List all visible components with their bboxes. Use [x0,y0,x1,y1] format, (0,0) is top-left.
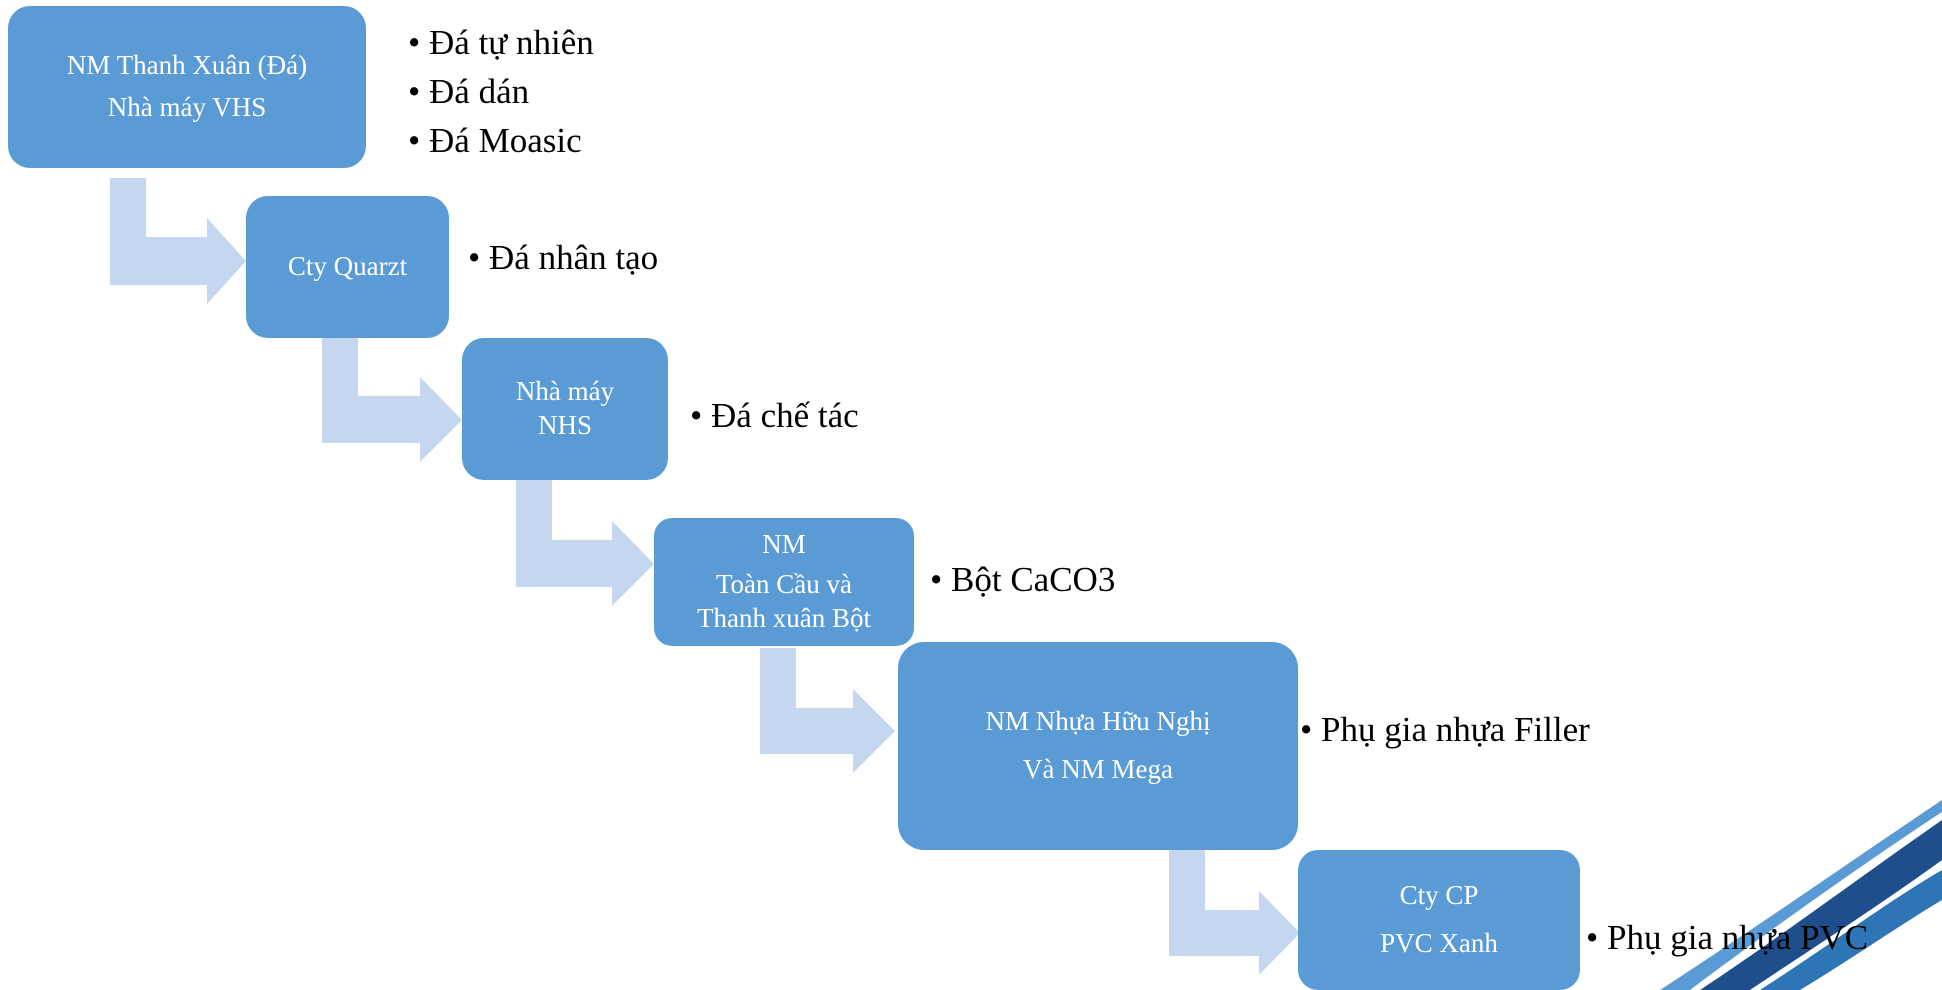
step-bullets-nha-may-nhs: Đá chế tác [690,398,859,447]
step-box-cty-quarzt: Cty Quarzt [246,196,449,338]
bullet-item: Đá nhân tạo [468,240,658,275]
bullet-item: Bột CaCO3 [930,562,1115,597]
connector-arrow-2 [322,337,462,462]
step-box-line: NM Thanh Xuân (Đá) [66,50,308,81]
step-bullets-cty-cp-pvc-xanh: Phụ gia nhựa PVC [1586,920,1868,969]
connector-arrow-5 [1169,850,1300,975]
connector-arrow-4 [760,648,895,773]
step-bullets-nhua-huu-nghi-mega: Phụ gia nhựa Filler [1300,712,1590,761]
bullet-item: Đá tự nhiên [408,25,594,60]
step-box-line: Và NM Mega [1023,754,1173,784]
step-box-line: Cty CP [1399,880,1479,911]
step-box-cty-cp-pvc-xanh: Cty CP PVC Xanh [1298,850,1580,990]
step-box-line: Cty Quarzt [287,251,408,282]
step-bullets-toan-cau-thanh-xuan-bot: Bột CaCO3 [930,562,1115,611]
step-box-line: PVC Xanh [1380,928,1498,958]
step-box-line: NHS [537,410,592,440]
step-box-thanh-xuan-vhs: NM Thanh Xuân (Đá) Nhà máy VHS [8,6,366,168]
step-box-nhua-huu-nghi-mega: NM Nhựa Hữu Nghị Và NM Mega [898,642,1298,850]
step-bullets-cty-quarzt: Đá nhân tạo [468,240,658,289]
bullet-item: Phụ gia nhựa Filler [1300,712,1590,747]
step-box-line: NM Nhựa Hữu Nghị [985,706,1211,737]
step-box-line: Nhà máy VHS [107,92,267,122]
step-box-line: Toàn Cầu và [715,569,853,600]
bullet-item: Đá dán [408,74,594,109]
step-box-nha-may-nhs: Nhà máy NHS [462,338,668,480]
step-box-line: Nhà máy [515,376,615,407]
step-bullets-thanh-xuan-vhs: Đá tự nhiên Đá dán Đá Moasic [408,25,594,172]
bullet-item: Phụ gia nhựa PVC [1586,920,1868,955]
swoosh-dark-stroke [1700,820,1942,990]
bullet-item: Đá chế tác [690,398,859,433]
connector-arrow-1 [110,178,246,304]
step-box-line: NM [762,529,806,560]
step-box-line: Thanh xuân Bột [697,602,871,633]
step-box-toan-cau-thanh-xuan-bot: NM Toàn Cầu và Thanh xuân Bột [654,518,914,646]
connector-arrow-3 [516,480,654,606]
bullet-item: Đá Moasic [408,123,594,158]
